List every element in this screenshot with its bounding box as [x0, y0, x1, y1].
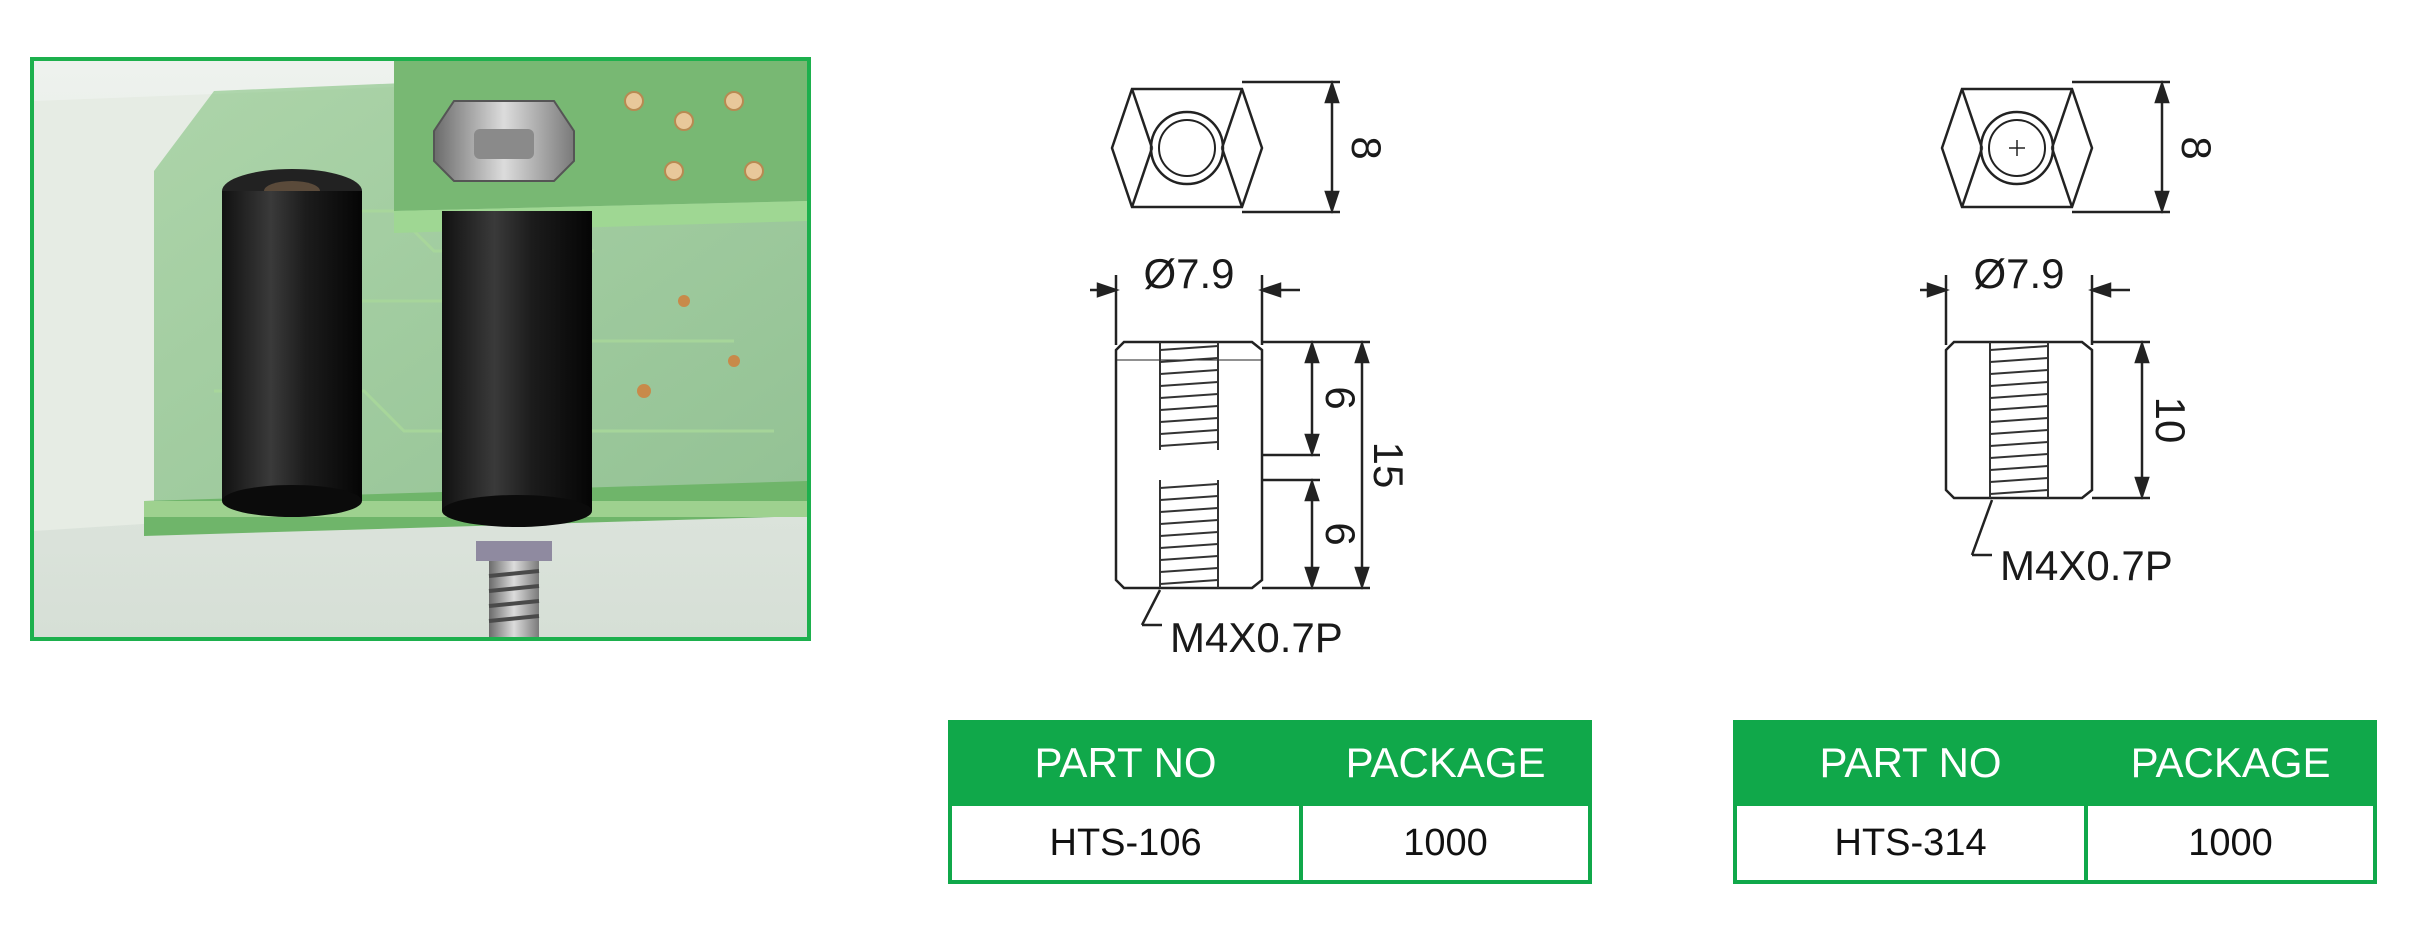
table-header-row: PART NO PACKAGE — [1732, 720, 2377, 806]
cell-package: 1000 — [1299, 802, 1592, 884]
standoff-body-right — [1944, 340, 2094, 500]
table-header-row: PART NO PACKAGE — [947, 720, 1592, 806]
diameter-label-left: Ø7.9 — [1143, 250, 1234, 297]
table-row: HTS-314 1000 — [1732, 802, 2377, 884]
pcb-standoff-photo-illustration — [34, 61, 807, 637]
cell-package: 1000 — [2084, 802, 2377, 884]
standoff-body-left — [1114, 340, 1264, 590]
thread-callout-left: M4X0.7P — [1170, 614, 1343, 661]
header-package: PACKAGE — [1299, 720, 1592, 806]
part-table-hts-314: PART NO PACKAGE HTS-314 1000 — [1732, 720, 2377, 884]
part-table-hts-106: PART NO PACKAGE HTS-106 1000 — [947, 720, 1592, 884]
cell-part-no: HTS-106 — [947, 802, 1304, 884]
total-length-label: 15 — [1365, 442, 1412, 489]
technical-drawing-left: 8 Ø7.9 — [1090, 80, 1412, 661]
product-photo — [30, 57, 811, 641]
drawing-hts-314: 8 Ø7.9 — [1920, 60, 2260, 620]
drawing-hts-106: 8 Ø7.9 — [1090, 60, 1430, 680]
lower-thread — [1159, 480, 1219, 588]
length-label-right: 10 — [2147, 397, 2194, 444]
header-part-no: PART NO — [1732, 720, 2089, 806]
hex-bore-outer — [1149, 110, 1225, 186]
thread-callout-right: M4X0.7P — [2000, 542, 2173, 589]
hex-outline — [1110, 87, 1264, 209]
upper-thread-length-label: 6 — [1317, 386, 1364, 409]
header-package: PACKAGE — [2084, 720, 2377, 806]
upper-thread — [1159, 342, 1219, 450]
header-part-no: PART NO — [947, 720, 1304, 806]
cell-part-no: HTS-314 — [1732, 802, 2089, 884]
hex-height-label-right: 8 — [2173, 136, 2220, 159]
diameter-label-right: Ø7.9 — [1973, 250, 2064, 297]
table-row: HTS-106 1000 — [947, 802, 1592, 884]
technical-drawing-right: 8 Ø7.9 — [1920, 80, 2220, 589]
lower-thread-length-label: 6 — [1317, 522, 1364, 545]
right-thread — [1989, 342, 2049, 498]
hex-height-label-left: 8 — [1343, 136, 1390, 159]
